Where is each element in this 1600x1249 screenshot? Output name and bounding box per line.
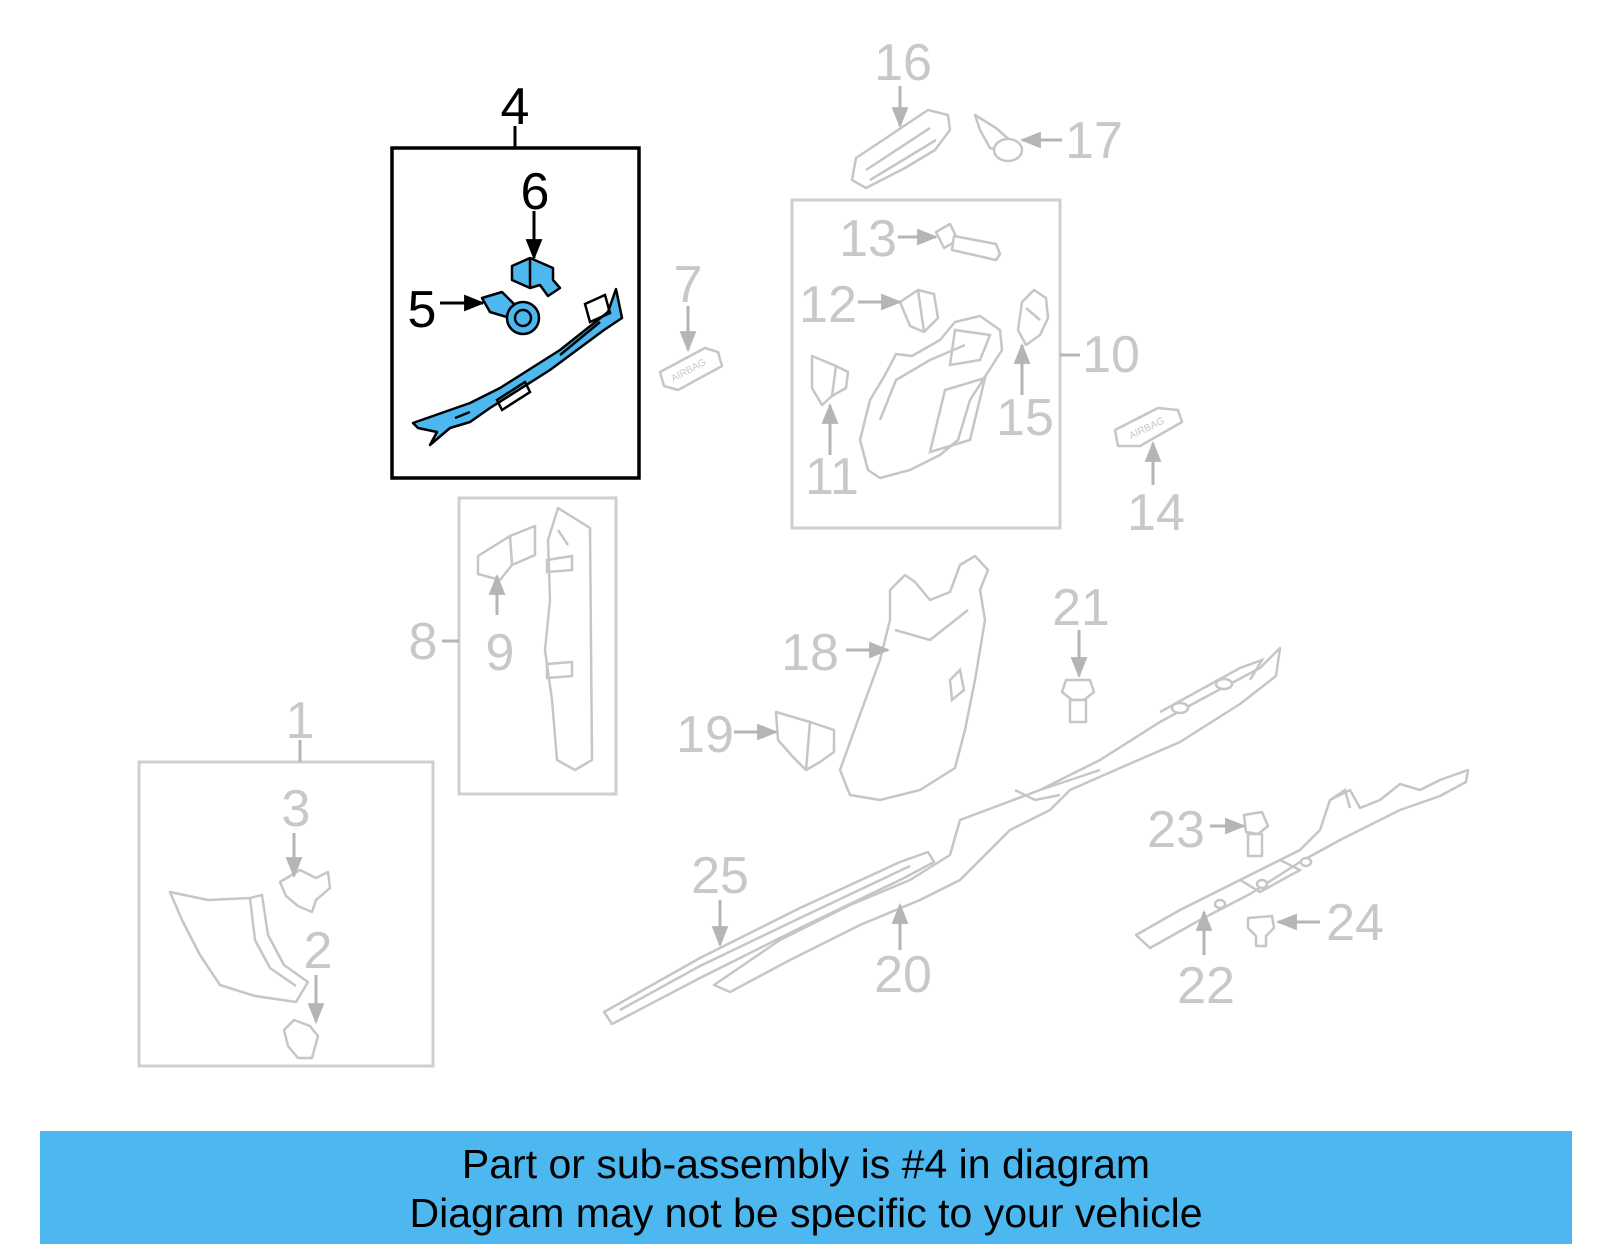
clip-part-15[interactable] bbox=[1016, 288, 1050, 347]
callout-12[interactable]: 12 bbox=[799, 276, 857, 334]
callout-15[interactable]: 15 bbox=[996, 389, 1054, 447]
assembly-1-group: 1 3 2 bbox=[137, 692, 435, 1068]
clip-part-3[interactable] bbox=[278, 868, 332, 914]
callout-17[interactable]: 17 bbox=[1065, 112, 1123, 170]
bracket-part-19[interactable] bbox=[774, 710, 836, 772]
pillar-trim-part-4[interactable] bbox=[411, 287, 624, 447]
assembly-10-box bbox=[790, 198, 1062, 530]
pillar-trim-part-8[interactable] bbox=[543, 506, 594, 772]
callout-21[interactable]: 21 bbox=[1052, 579, 1110, 637]
callout-6[interactable]: 6 bbox=[521, 163, 550, 221]
callout-14[interactable]: 14 bbox=[1127, 484, 1185, 542]
bracket-part-11[interactable] bbox=[810, 354, 850, 407]
assembly-8-box bbox=[457, 496, 618, 796]
bolt-part-23[interactable] bbox=[1242, 810, 1270, 858]
callout-13[interactable]: 13 bbox=[839, 210, 897, 268]
clip-part-6[interactable] bbox=[510, 256, 562, 298]
callout-8[interactable]: 8 bbox=[409, 613, 438, 671]
callout-18[interactable]: 18 bbox=[781, 624, 839, 682]
clip-part-2[interactable] bbox=[282, 1018, 320, 1060]
callout-10[interactable]: 10 bbox=[1082, 326, 1140, 384]
bracket-part-9[interactable] bbox=[476, 524, 537, 582]
nut-part-24[interactable] bbox=[1246, 914, 1276, 948]
assembly-4-group: 4 6 5 bbox=[390, 78, 641, 480]
bolt-part-13[interactable] bbox=[934, 222, 1002, 262]
scuff-plate-part-25[interactable] bbox=[602, 850, 936, 1026]
bolt-part-21[interactable] bbox=[1060, 678, 1096, 724]
callout-5[interactable]: 5 bbox=[408, 281, 437, 339]
banner-line-2: Diagram may not be specific to your vehi… bbox=[409, 1190, 1203, 1236]
callout-3[interactable]: 3 bbox=[282, 780, 311, 838]
airbag-badge-part-14[interactable]: AIRBAG bbox=[1113, 406, 1184, 448]
pillar-trim-part-10[interactable] bbox=[858, 314, 1004, 480]
callout-16[interactable]: 16 bbox=[874, 34, 932, 92]
assembly-10-group: 10 13 12 15 11 bbox=[790, 198, 1140, 530]
banner-line-1: Part or sub-assembly is #4 in diagram bbox=[461, 1141, 1151, 1187]
push-clip-part-17[interactable] bbox=[973, 113, 1024, 163]
push-pin-part-5[interactable] bbox=[480, 290, 541, 336]
airbag-badge-part-7[interactable]: AIRBAG bbox=[658, 346, 724, 392]
callout-23[interactable]: 23 bbox=[1147, 801, 1205, 859]
callout-19[interactable]: 19 bbox=[676, 706, 734, 764]
clip-part-12[interactable] bbox=[898, 288, 940, 334]
callout-25[interactable]: 25 bbox=[691, 847, 749, 905]
callout-24[interactable]: 24 bbox=[1326, 894, 1384, 952]
kick-panel-part-1[interactable] bbox=[168, 890, 310, 1004]
callout-9[interactable]: 9 bbox=[486, 624, 515, 682]
callout-7[interactable]: 7 bbox=[674, 256, 703, 314]
assembly-1-box bbox=[137, 760, 435, 1068]
reinforcement-part-22[interactable] bbox=[1134, 768, 1470, 950]
info-banner: Part or sub-assembly is #4 in diagram Di… bbox=[40, 1131, 1572, 1244]
assembly-8-group: 8 9 bbox=[409, 496, 618, 796]
sill-trim-part-20[interactable] bbox=[712, 646, 1282, 994]
pillar-trim-part-18[interactable] bbox=[838, 554, 990, 802]
callout-2[interactable]: 2 bbox=[304, 922, 333, 980]
callout-22[interactable]: 22 bbox=[1177, 957, 1235, 1015]
callout-11[interactable]: 11 bbox=[805, 448, 859, 506]
callout-1[interactable]: 1 bbox=[286, 692, 315, 750]
callout-20[interactable]: 20 bbox=[874, 946, 932, 1004]
bracket-part-16[interactable] bbox=[850, 108, 952, 190]
callout-4[interactable]: 4 bbox=[501, 78, 530, 136]
